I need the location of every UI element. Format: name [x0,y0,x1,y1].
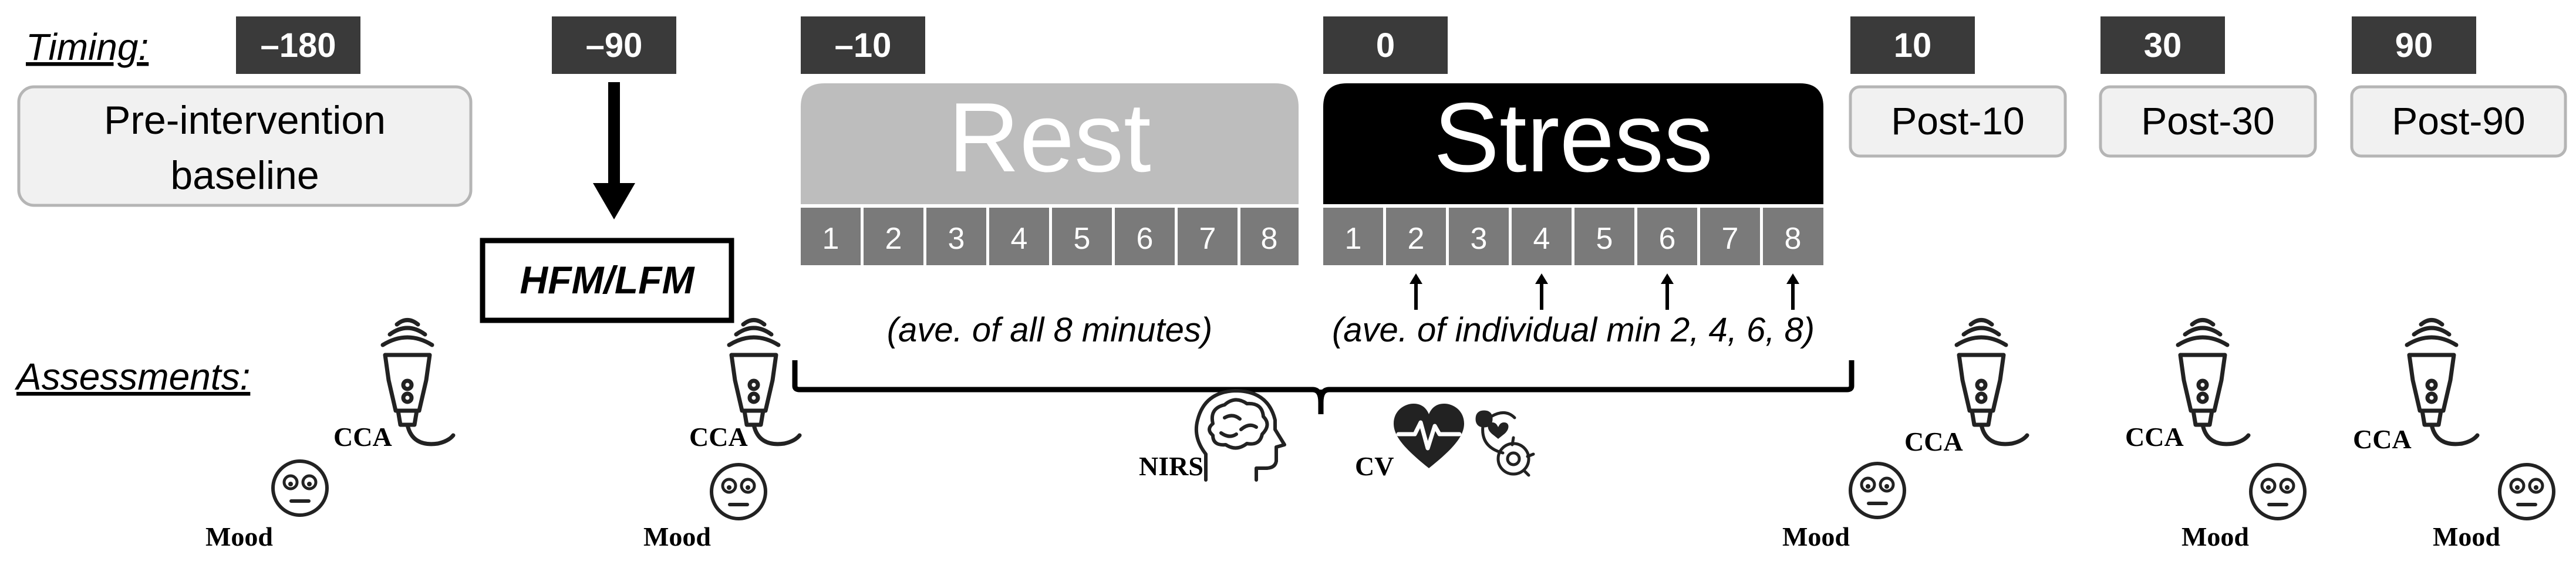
mood-face-icon [2251,465,2305,519]
svg-text:8: 8 [1261,222,1278,256]
minute-cell: 1 [801,208,861,265]
mood-label: Mood [205,522,273,552]
minute-cell: 5 [1574,208,1634,265]
heart-rate-icon [1394,404,1464,468]
svg-text:1: 1 [1345,222,1362,256]
rest-label: Rest [948,82,1151,192]
minute-cell: 7 [1700,208,1760,265]
cca-label: CCA [1904,427,1963,456]
minute-cell: 2 [1386,208,1446,265]
post-10-label: Post-10 [1891,99,2024,143]
post-30-label: Post-30 [2141,99,2274,143]
rest-minute-cells: 1 2 3 4 5 6 7 8 [801,208,1299,265]
stress-average-note: (ave. of individual min 2, 4, 6, 8) [1332,311,1815,349]
ultrasound-probe-icon [2178,320,2248,444]
svg-text:8: 8 [1785,222,1802,256]
timing-marker-label: 30 [2144,26,2182,65]
intervention-label: HFM/LFM [520,258,696,302]
mood-face-icon [712,465,766,519]
cca-label: CCA [689,422,748,452]
mood-face-icon [2500,465,2554,519]
mood-face-icon [273,461,327,515]
minute-cell: 8 [1240,208,1299,265]
timing-marker-90: 90 [2352,16,2476,74]
timing-marker-10: 10 [1850,16,1975,74]
cca-label: CCA [2353,424,2412,454]
assessments-heading: Assessments: [14,356,250,398]
svg-text:2: 2 [885,222,902,256]
ultrasound-probe-icon [383,320,453,444]
timing-marker-minus-90: –90 [552,16,676,74]
minute-cell: 7 [1178,208,1238,265]
ultrasound-probe-icon [1957,320,2027,444]
minute-cell: 8 [1763,208,1823,265]
minute-cell: 6 [1115,208,1175,265]
minute-cell: 2 [864,208,923,265]
rest-phase-box: Rest [801,82,1299,204]
svg-text:5: 5 [1596,222,1613,256]
timing-marker-label: –10 [835,26,892,65]
svg-text:3: 3 [1471,222,1488,256]
baseline-box: Pre-intervention baseline [17,85,473,207]
minute-cell: 4 [1512,208,1572,265]
svg-text:6: 6 [1659,222,1676,256]
stress-minute-cells: 1 2 3 4 5 6 7 8 [1323,208,1823,265]
intervention-box: HFM/LFM [480,238,734,323]
timing-marker-label: –180 [260,26,336,65]
sample-arrow-min-2 [1410,273,1422,310]
ultrasound-probe-icon [2407,320,2477,444]
cv-label: CV [1355,451,1394,481]
sample-arrow-min-8 [1786,273,1799,310]
intervention-arrow [593,82,635,219]
mood-label: Mood [2181,522,2249,552]
minute-cell: 4 [989,208,1049,265]
sample-arrow-min-4 [1535,273,1548,310]
mood-face-icon [1850,463,1904,517]
svg-text:6: 6 [1137,222,1154,256]
post-30-box: Post-30 [2099,85,2317,158]
svg-text:3: 3 [948,222,965,256]
timing-marker-label: 90 [2395,26,2433,65]
mood-label: Mood [1782,522,1850,552]
svg-text:2: 2 [1408,222,1425,256]
mood-label: Mood [2433,522,2500,552]
timing-marker-label: 0 [1376,26,1395,65]
timing-marker-label: 10 [1894,26,1932,65]
svg-text:7: 7 [1199,222,1216,256]
timing-marker-30: 30 [2100,16,2225,74]
cca-label: CCA [333,422,392,452]
sample-arrow-min-6 [1661,273,1674,310]
svg-text:7: 7 [1722,222,1739,256]
svg-text:4: 4 [1533,222,1550,256]
minute-cell: 1 [1323,208,1383,265]
cardio-device-icon [1475,410,1535,477]
minute-cell: 5 [1052,208,1112,265]
svg-text:5: 5 [1074,222,1091,256]
baseline-label-line1: Pre-intervention [104,98,386,143]
post-90-box: Post-90 [2350,85,2567,158]
cca-label: CCA [2125,422,2184,452]
post-90-label: Post-90 [2392,99,2525,143]
minute-cell: 3 [1449,208,1509,265]
post-10-box: Post-10 [1849,85,2067,158]
brain-head-icon [1194,389,1286,482]
timing-marker-minus-180: –180 [236,16,360,74]
svg-text:4: 4 [1011,222,1028,256]
baseline-label-line2: baseline [170,153,319,198]
minute-cell: 3 [926,208,986,265]
minute-cell: 6 [1637,208,1697,265]
mood-label: Mood [643,522,711,552]
timing-marker-0: 0 [1323,16,1448,74]
timing-heading: Timing: [26,26,149,68]
stress-label: Stress [1434,82,1713,192]
stress-phase-box: Stress [1323,82,1823,204]
timing-marker-label: –90 [586,26,643,65]
nirs-label: NIRS [1139,451,1203,481]
rest-average-note: (ave. of all 8 minutes) [887,311,1212,349]
timing-marker-minus-10: –10 [801,16,925,74]
svg-text:1: 1 [822,222,839,256]
